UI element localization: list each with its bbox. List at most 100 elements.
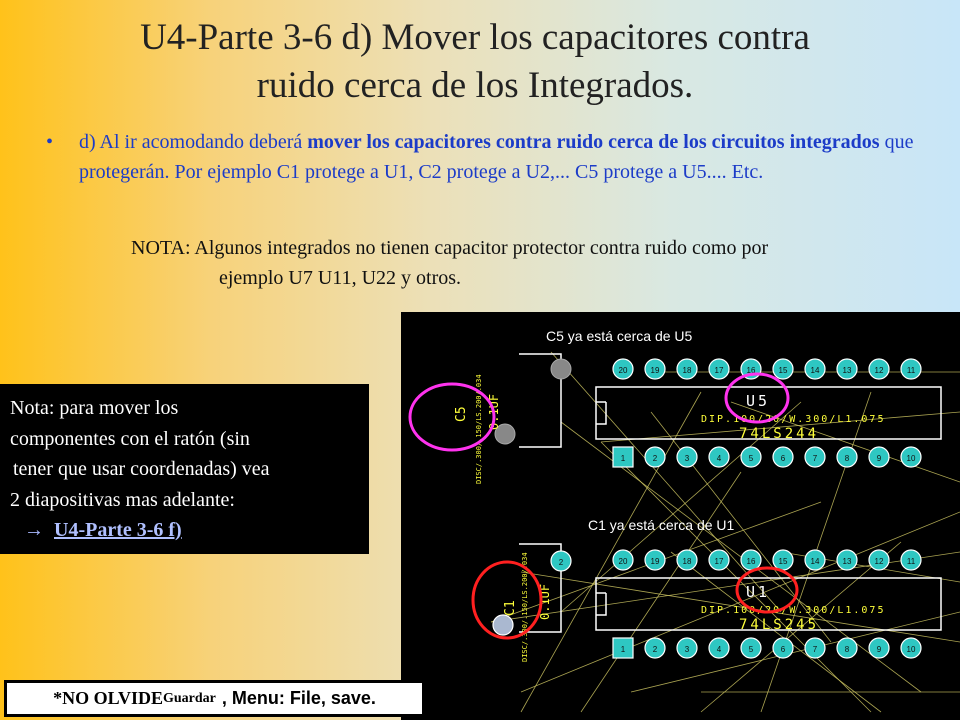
c1-ref: C1 [503,600,518,616]
u1-pad [708,637,730,659]
u5-pad [612,358,634,380]
c1-pad-1 [492,614,514,636]
save-reminder-small: Guardar [162,690,216,706]
u1-pad-label: 7 [813,645,818,654]
u1-pad [676,637,698,659]
u5-pad [644,358,666,380]
u5-pad-label: 15 [779,366,788,375]
u5-pad-label: 6 [781,454,786,463]
u5-pad-label: 11 [907,366,916,375]
u5-pad [772,446,794,468]
u5-pad-label: 16 [747,366,756,375]
u5-pad [676,358,698,380]
u5-pad [900,446,922,468]
ratsnest-line [580,471,742,713]
u5-pad-square [612,446,634,468]
c5-ref: C5 [454,406,469,422]
ratsnest-line [600,411,960,443]
ratsnest-line [630,611,960,693]
save-reminder-box: *NO OLVIDE Guardar, Menu: File, save. [4,680,425,717]
label-c1-near-u1: C1 ya está cerca de U1 [588,517,735,533]
u5-pad-label: 18 [683,366,692,375]
u1-pad-label: 2 [653,645,658,654]
ratsnest-line [520,391,702,713]
arrow-right-icon: → [24,519,44,541]
u1-pad [644,549,666,571]
u5-pad [676,446,698,468]
u1-pad [804,549,826,571]
side-note-line4: 2 diapositivas mas adelante: [10,488,235,511]
u1-pad-label: 17 [715,557,724,566]
save-reminder-prefix: *NO OLVIDE [53,688,163,708]
c1-footprint: DISC/.300/.150/LS.200/.034 [521,552,529,662]
u5-pad-label: 2 [653,454,658,463]
u1-pad-label: 12 [875,557,884,566]
u1-pad-label: 19 [651,557,660,566]
u5-part: 74LS244 [739,426,819,442]
u5-pad [772,358,794,380]
u5-pad [644,446,666,468]
u5-pad [804,446,826,468]
u5-pad-label: 7 [813,454,818,463]
u1-pad [836,637,858,659]
u1-pad-label: 5 [749,645,754,654]
u5-pad [868,446,890,468]
c5-outline [519,353,562,448]
u5-pad [900,358,922,380]
u1-pad-label: 18 [683,557,692,566]
u1-pad [868,637,890,659]
nota-part2: ejemplo U7 U11, U22 y otros. [219,267,462,289]
side-note-line3: tener que usar coordenadas) vea [13,458,270,480]
c1-outline [519,543,562,633]
u5-pad-label: 20 [619,366,628,375]
u5-pad-label: 1 [621,454,626,463]
u1-pad [612,549,634,571]
slide-title: U4-Parte 3-6 d) Mover los capacitores co… [40,14,910,110]
u1-pad [900,637,922,659]
side-note-box: Nota: para mover los componentes con el … [0,384,369,554]
bullet-text-part1: d) Al ir acomodando deberá [79,131,308,153]
u1-pad-label: 16 [747,557,756,566]
u5-pad-label: 9 [877,454,882,463]
ratsnest-line [600,441,872,713]
u1-pad-label: 15 [779,557,788,566]
u5-pad-label: 14 [811,366,820,375]
title-line-2: ruido cerca de los Integrados. [256,65,694,106]
u1-body [595,577,942,631]
c1-pad-2 [550,550,572,572]
bullet-paragraph: • d) Al ir acomodando deberá mover los c… [46,127,926,187]
u1-ref: U1 [746,583,770,601]
u5-pad [836,446,858,468]
u5-pad-label: 5 [749,454,754,463]
u1-pad-label: 3 [685,645,690,654]
u5-footprint: DIP.100/20/W.300/L1.075 [701,414,885,425]
c5-highlight-circle [408,382,496,452]
u1-pad-label: 8 [845,645,850,654]
u5-pad-label: 19 [651,366,660,375]
u1-pad-label: 9 [877,645,882,654]
u1-pad-label: 1 [621,645,626,654]
u5-pad-label: 10 [907,454,916,463]
u1-pad [868,549,890,571]
u5-pad [708,358,730,380]
u1-pad [804,637,826,659]
u1-footprint: DIP.100/20/W.300/L1.075 [701,605,885,616]
nota-paragraph: NOTA: Algunos integrados no tienen capac… [79,233,899,293]
slide-link-u4-parte-3-6-f[interactable]: U4-Parte 3-6 f) [54,519,182,541]
bullet-text-part2: que protegerán. Por ejemplo C1 protege a… [79,131,914,183]
u5-notch [596,401,607,425]
u5-pad-label: 4 [717,454,722,463]
ratsnest-line [550,351,782,613]
u5-highlight-circle [724,372,790,424]
ratsnest-line [700,541,902,713]
u1-pad-label: 6 [781,645,786,654]
bullet-symbol: • [46,131,54,153]
side-note-line2: componentes con el ratón (sin [10,427,250,450]
u1-pad [772,637,794,659]
u5-pad [868,358,890,380]
title-line-1: U4-Parte 3-6 d) Mover los capacitores co… [140,17,810,58]
side-note-link-row: → U4-Parte 3-6 f) [10,515,369,546]
u1-highlight-circle [735,566,799,614]
